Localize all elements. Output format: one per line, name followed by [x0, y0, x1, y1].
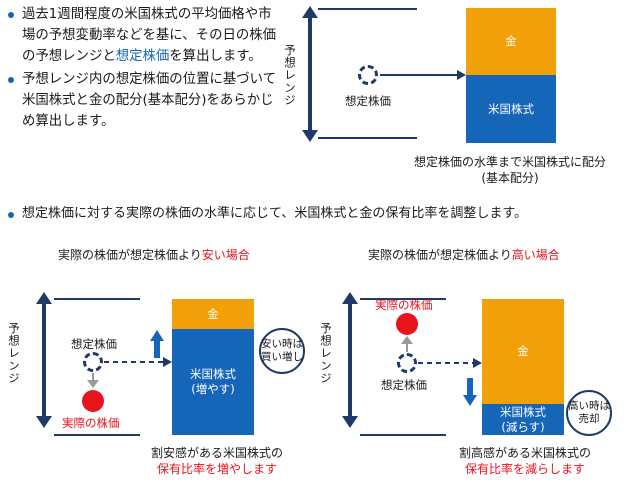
right-panel-title: 実際の株価が想定株価より高い場合: [368, 246, 560, 263]
left-range-upper-line: [54, 298, 140, 300]
left-panel-title: 実際の株価が想定株価より安い場合: [58, 246, 250, 263]
top-range-label: 予想レンジ: [283, 44, 297, 107]
top-range-lower-line: [318, 137, 417, 139]
right-assumed-price-circle: [397, 353, 417, 373]
right-note-line2: 売却: [578, 413, 600, 425]
right-us-stock-line1: 米国株式: [500, 404, 546, 419]
right-note-line1: 高い時は: [568, 400, 610, 412]
right-title-prefix: 実際の株価が想定株価より: [368, 248, 512, 262]
top-caption: 想定株価の水準まで米国株式に配分 (基本配分): [410, 154, 610, 186]
left-gold-box: 金: [172, 299, 254, 329]
left-down-arrow: [87, 373, 99, 388]
left-range-lower-line: [54, 434, 140, 436]
right-dashed-arrow: [418, 358, 482, 368]
right-up-small-arrow: [401, 336, 413, 352]
left-us-stock-line2: (増やす): [191, 382, 235, 396]
right-assumed-price-label: 想定株価: [381, 378, 427, 392]
left-note-circle: 安い時は 買い増し: [259, 328, 305, 374]
right-gold-box: 金: [482, 299, 564, 404]
right-caption-line2: 保有比率を減らします: [464, 462, 585, 476]
top-allocation-arrow: [380, 70, 466, 80]
left-note-line2: 買い増し: [261, 351, 303, 363]
middle-bullet: 想定株価に対する実際の株価の水準に応じて、米国株式と金の保有比率を調整します。: [6, 204, 630, 224]
left-note-line1: 安い時は: [261, 338, 303, 350]
bullet-dot: [8, 212, 14, 218]
top-assumed-price-label: 想定株価: [345, 94, 391, 108]
right-range-arrow: [342, 292, 358, 428]
right-us-stock-box: 米国株式 (減らす): [482, 404, 564, 435]
left-caption-line1: 割安感がある米国株式の: [150, 446, 283, 460]
top-caption-line2: (基本配分): [481, 171, 539, 185]
bullet-2-text: 予想レンジ内の想定株価の位置に基づいて米国株式と金の配分(基本配分)をあらかじめ…: [22, 72, 277, 129]
left-assumed-price-label: 想定株価: [71, 337, 117, 351]
bullet-1-text-end: を算出します。: [169, 49, 262, 64]
left-actual-price-dot: [82, 390, 104, 412]
right-caption: 割高感がある米国株式の 保有比率を減らします: [440, 445, 610, 477]
left-range-arrow: [36, 292, 52, 428]
top-caption-line1: 想定株価の水準まで米国株式に配分: [413, 155, 606, 169]
top-range-upper-line: [318, 8, 417, 10]
right-title-highlight: 高い場合: [511, 248, 560, 262]
bullet-dot: [8, 12, 14, 18]
right-actual-price-dot: [396, 313, 418, 335]
bullet-dot: [8, 77, 14, 83]
top-gold-box: 金: [466, 8, 556, 75]
bullet-item-1: 過去1週間程度の米国株式の平均価格や市場の予想変動率などを基に、その日の株価の予…: [6, 4, 278, 67]
top-bullet-list: 過去1週間程度の米国株式の平均価格や市場の予想変動率などを基に、その日の株価の予…: [6, 4, 278, 134]
left-dashed-arrow: [104, 357, 172, 367]
right-down-arrow: [463, 378, 477, 406]
left-actual-price-label: 実際の株価: [62, 416, 120, 430]
middle-bullet-text: 想定株価に対する実際の株価の水準に応じて、米国株式と金の保有比率を調整します。: [22, 206, 528, 221]
left-title-highlight: 安い場合: [201, 248, 250, 262]
right-range-upper-line: [360, 298, 446, 300]
bullet-1-highlight: 想定株価: [115, 49, 170, 64]
left-range-label: 予想レンジ: [7, 322, 21, 385]
right-note-circle: 高い時は 売却: [566, 390, 612, 436]
top-range-arrow: [302, 6, 318, 142]
right-caption-line1: 割高感がある米国株式の: [458, 446, 591, 460]
left-caption-line2: 保有比率を増やします: [156, 462, 277, 476]
bullet-item-2: 予想レンジ内の想定株価の位置に基づいて米国株式と金の配分(基本配分)をあらかじめ…: [6, 69, 278, 132]
right-actual-price-label: 実際の株価: [375, 298, 433, 312]
bullet-1-text: 過去1週間程度の米国株式の平均価格や市場の予想変動率などを基に、その日の株価の予…: [22, 7, 277, 64]
right-range-lower-line: [360, 434, 446, 436]
right-us-stock-line2: (減らす): [501, 419, 545, 434]
top-assumed-price-circle: [358, 65, 378, 85]
top-us-stock-box: 米国株式: [466, 75, 556, 143]
left-caption: 割安感がある米国株式の 保有比率を増やします: [132, 445, 302, 477]
left-assumed-price-circle: [83, 352, 103, 372]
left-up-arrow: [150, 330, 164, 358]
left-us-stock-box: 米国株式 (増やす): [172, 329, 254, 435]
left-title-prefix: 実際の株価が想定株価より: [58, 248, 202, 262]
right-range-label: 予想レンジ: [319, 322, 333, 385]
left-us-stock-line1: 米国株式: [190, 367, 236, 381]
